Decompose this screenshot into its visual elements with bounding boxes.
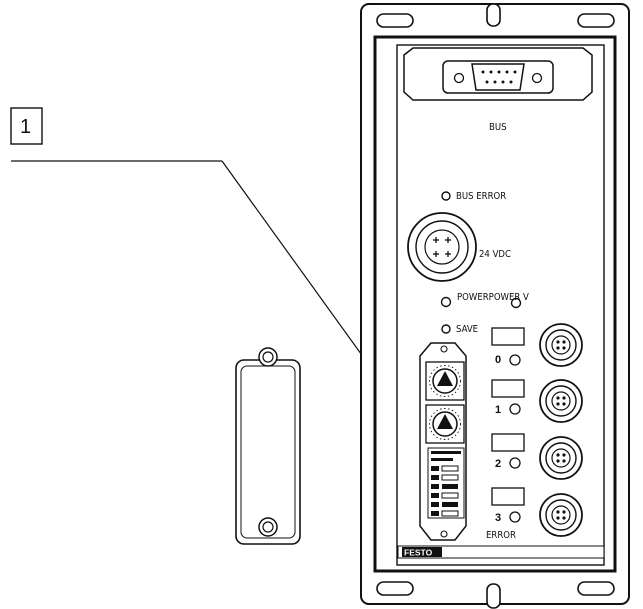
channel-number: 3 [495,512,501,524]
channel-0: 0 [491,323,583,367]
dip-switch-block [427,447,465,519]
screw-icon [258,517,278,537]
save-led [441,324,451,334]
module-body [373,35,617,573]
mounting-slot [577,13,615,28]
save-label: SAVE [456,324,478,335]
channel-label-field [491,487,525,506]
channel-number: 2 [495,458,501,470]
channel-label-field [491,379,525,398]
settings-panel [419,342,467,541]
channel-number: 1 [495,404,501,416]
bus-error-label: BUS ERROR [456,191,506,202]
channel-led [509,354,521,366]
channel-led [509,403,521,415]
power-led [440,296,452,308]
channel-led [509,511,521,523]
brand-strip: FESTO [397,545,605,559]
bus-error-led [441,191,451,201]
mounting-slot [376,581,414,596]
bus-connector: BUS [403,47,593,133]
channel-1: 1 [491,379,583,423]
power-label: POWERPOWER V [457,292,529,303]
mounting-slot [577,581,615,596]
channel-3: 3 [491,487,583,537]
bus-label: BUS [489,122,507,133]
power-v-led [510,297,522,309]
cover-plate [235,347,301,545]
channel-label-field [491,433,525,452]
channel-label-field [491,327,525,346]
screw-icon [258,347,278,367]
channel-2: 2 [491,433,583,480]
channel-led [509,457,521,469]
mounting-notch [486,3,501,27]
power-connector: 24 VDC [407,212,511,282]
error-label: ERROR [486,530,516,541]
festo-logo: FESTO [404,548,433,558]
mounting-slot [376,13,414,28]
voltage-label: 24 VDC [479,249,511,260]
channel-number: 0 [495,354,501,366]
mounting-notch [486,583,501,609]
callout-number: 1 [20,116,31,138]
